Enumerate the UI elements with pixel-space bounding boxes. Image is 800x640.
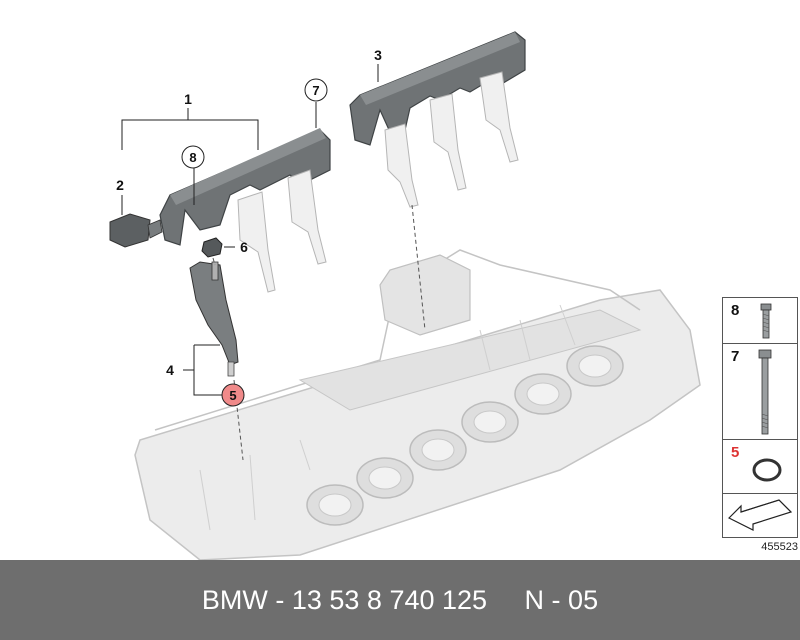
callout-3: 3 xyxy=(374,47,382,63)
nut xyxy=(201,237,223,258)
circled-callout-5: 5 xyxy=(221,383,245,407)
callout-8: 8 xyxy=(189,150,196,165)
fuel-rail-left xyxy=(159,128,331,293)
legend-label-8: 8 xyxy=(731,302,740,319)
legend-cell-5: 5 xyxy=(723,440,797,494)
part-number-text: BMW - 13 53 8 740 125 N - 05 xyxy=(201,585,599,615)
callout-5: 5 xyxy=(229,388,236,403)
cylinder-head xyxy=(134,249,701,560)
leader-lines xyxy=(121,64,379,396)
seal-ring-icon xyxy=(752,458,782,482)
legend-cell-arrow xyxy=(723,494,797,537)
parts-diagram: 1 2 3 4 6 7 8 5 xyxy=(109,31,701,560)
callout-6: 6 xyxy=(240,239,248,255)
callout-4: 4 xyxy=(166,362,174,378)
pressure-sensor xyxy=(109,213,163,248)
callout-2: 2 xyxy=(116,177,124,193)
footer-bar: BMW - 13 53 8 740 125 N - 05 xyxy=(0,560,800,640)
parts-legend-panel: 8 7 5 xyxy=(722,297,798,538)
callout-7: 7 xyxy=(312,83,319,98)
arrow-icon xyxy=(727,499,793,531)
circled-callout-8: 8 xyxy=(181,145,205,169)
callout-labels: 1 2 3 4 6 xyxy=(116,47,382,378)
legend-label-7: 7 xyxy=(731,348,740,365)
guide-lines xyxy=(212,204,426,461)
drawing-number: 455523 xyxy=(761,541,798,553)
injector xyxy=(189,261,239,377)
fuel-rail-right xyxy=(349,31,526,208)
bolt-long-icon xyxy=(758,349,772,435)
callout-1: 1 xyxy=(184,91,192,107)
legend-cell-8: 8 xyxy=(723,298,797,344)
circled-callout-7: 7 xyxy=(304,78,328,102)
bolt-short-icon xyxy=(760,303,772,339)
legend-cell-7: 7 xyxy=(723,344,797,440)
legend-label-5: 5 xyxy=(731,444,740,461)
